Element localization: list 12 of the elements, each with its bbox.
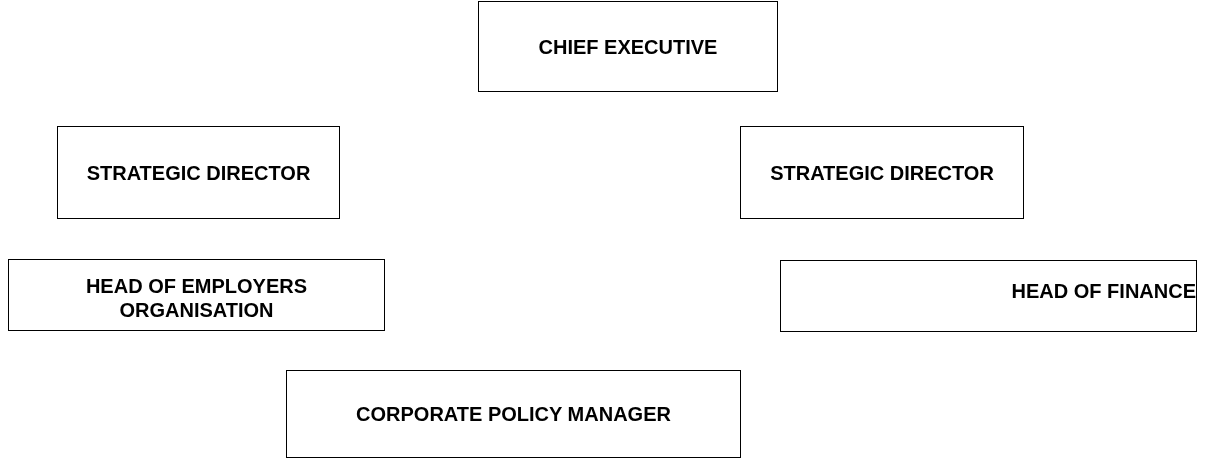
job-title: HEAD OF EMPLOYERS ORGANISATION bbox=[84, 274, 309, 322]
title-box bbox=[286, 370, 741, 458]
title-box bbox=[478, 1, 778, 92]
job-title: CORPORATE POLICY MANAGER bbox=[356, 402, 671, 426]
title-box bbox=[8, 259, 385, 331]
job-title: HEAD OF FINANCE bbox=[1011, 279, 1196, 303]
title-box bbox=[780, 260, 1197, 332]
title-box bbox=[740, 126, 1024, 219]
job-title: STRATEGIC DIRECTOR bbox=[86, 160, 311, 185]
title-box bbox=[57, 126, 340, 219]
job-title: STRATEGIC DIRECTOR bbox=[770, 160, 994, 185]
job-title: CHIEF EXECUTIVE bbox=[538, 34, 718, 59]
